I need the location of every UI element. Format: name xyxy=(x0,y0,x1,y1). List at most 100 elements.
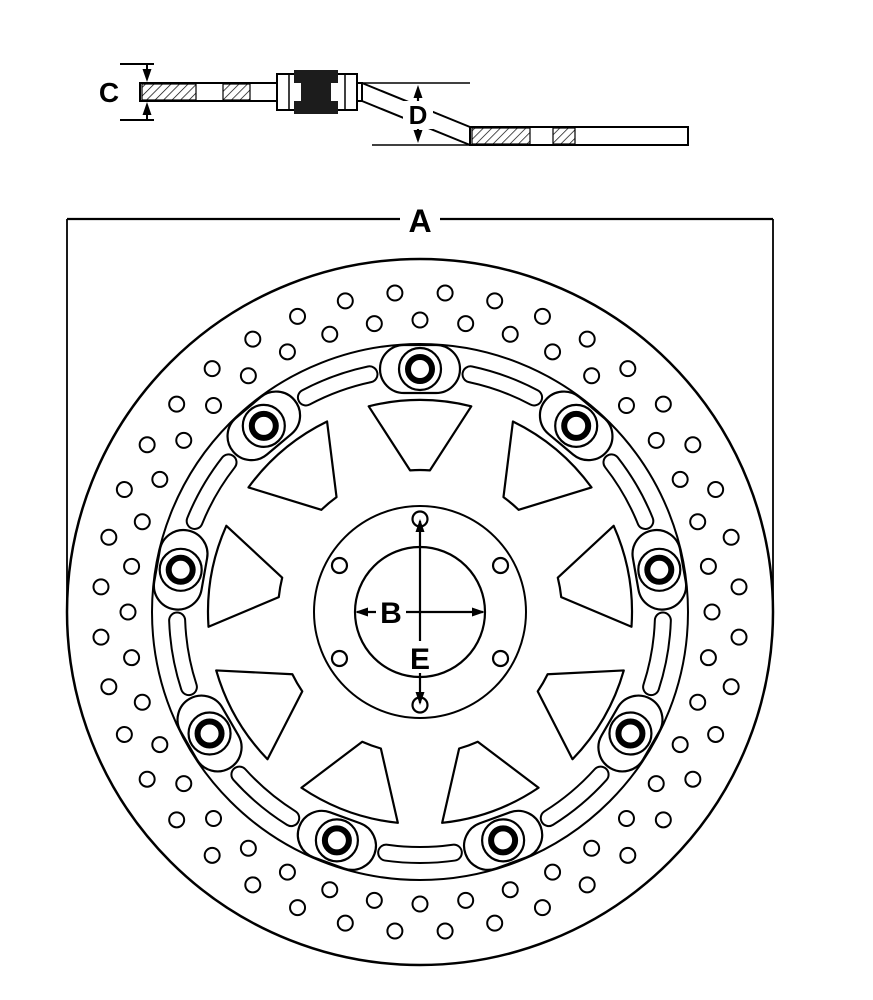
arrowhead-down-icon xyxy=(142,69,152,82)
drill-hole xyxy=(730,628,748,646)
drill-hole xyxy=(671,736,689,754)
drill-hole xyxy=(321,881,339,899)
drill-hole xyxy=(205,809,223,827)
carrier-slot xyxy=(296,365,379,407)
rivet-ring xyxy=(615,718,646,749)
drill-hole xyxy=(289,307,307,325)
drill-hole xyxy=(244,330,262,348)
drill-hole xyxy=(175,775,193,793)
drill-hole xyxy=(119,603,137,621)
carrier-slots xyxy=(168,365,672,864)
label-b-backing xyxy=(376,595,406,627)
arrowhead-up-icon xyxy=(415,519,425,532)
spoke-opening xyxy=(300,740,399,824)
drill-hole xyxy=(151,470,169,488)
bolt-hole xyxy=(491,649,510,668)
spoke-opening xyxy=(441,740,540,824)
drill-hole xyxy=(583,839,601,857)
carrier-slot xyxy=(185,453,238,530)
spoke-opening xyxy=(502,420,593,511)
spoke-openings xyxy=(206,398,634,824)
spoke-opening xyxy=(215,669,304,761)
rivet-ring xyxy=(321,825,352,856)
label-d-backing xyxy=(403,101,433,129)
bolt-hole xyxy=(491,556,510,575)
drill-hole xyxy=(486,292,504,310)
drill-hole xyxy=(501,881,519,899)
rivet-ring xyxy=(644,554,675,585)
spoke-opening xyxy=(247,420,338,511)
bolt-flange-bottom xyxy=(294,101,338,114)
label-e-backing xyxy=(405,641,435,673)
drill-hole xyxy=(699,649,717,667)
drill-hole xyxy=(654,811,672,829)
drill-hole xyxy=(544,863,562,881)
cross-section-view xyxy=(139,70,689,146)
drill-hole xyxy=(123,557,141,575)
drill-hole xyxy=(647,775,665,793)
drill-hole xyxy=(722,528,740,546)
arrowhead-down-icon xyxy=(413,130,423,143)
drill-hole xyxy=(168,811,186,829)
drill-hole xyxy=(436,922,454,940)
drill-hole xyxy=(654,395,672,413)
drill-hole xyxy=(336,914,354,932)
label-d: D xyxy=(409,100,428,130)
drill-hole xyxy=(617,809,635,827)
drill-hole xyxy=(411,311,429,329)
carrier-slot xyxy=(230,765,301,828)
drill-hole xyxy=(707,725,725,743)
drill-hole xyxy=(689,513,707,531)
drill-hole xyxy=(684,770,702,788)
carrier-slot xyxy=(377,843,463,864)
drill-hole xyxy=(115,481,133,499)
carrier-slot xyxy=(168,611,198,697)
drill-hole xyxy=(168,395,186,413)
dimension-d: D xyxy=(403,85,433,143)
drill-hole xyxy=(151,736,169,754)
drill-hole xyxy=(278,343,296,361)
drill-hole xyxy=(578,330,596,348)
drill-hole xyxy=(205,397,223,415)
label-a: A xyxy=(408,203,431,239)
section-hatch-block xyxy=(471,127,531,145)
drill-hole xyxy=(365,315,383,333)
drill-hole xyxy=(365,891,383,909)
drill-hole xyxy=(619,846,637,864)
dimension-b: B xyxy=(355,595,485,630)
drill-hole xyxy=(533,307,551,325)
drill-hole xyxy=(175,431,193,449)
bolt-flange-top xyxy=(294,70,338,83)
drill-hole xyxy=(244,876,262,894)
section-hatch-block xyxy=(552,127,576,145)
drill-hole xyxy=(707,481,725,499)
drill-hole xyxy=(92,628,110,646)
drill-hole xyxy=(647,431,665,449)
drill-hole xyxy=(703,603,721,621)
dimension-a: A xyxy=(66,200,774,613)
drill-hole xyxy=(501,325,519,343)
label-a-backing xyxy=(400,200,440,236)
drill-hole xyxy=(486,914,504,932)
drill-hole xyxy=(544,343,562,361)
drill-hole xyxy=(278,863,296,881)
drill-hole xyxy=(133,513,151,531)
drill-hole xyxy=(92,578,110,596)
drill-hole xyxy=(533,899,551,917)
drill-hole xyxy=(684,436,702,454)
dimension-e: E xyxy=(405,519,435,705)
carrier-slot xyxy=(461,365,544,407)
rivets xyxy=(158,346,682,863)
drill-hole xyxy=(436,284,454,302)
drill-hole xyxy=(457,891,475,909)
drill-hole xyxy=(671,470,689,488)
drill-hole xyxy=(619,360,637,378)
drill-hole xyxy=(289,899,307,917)
drill-hole xyxy=(583,367,601,385)
drill-hole xyxy=(239,839,257,857)
drill-hole xyxy=(386,922,404,940)
spoke-opening xyxy=(536,669,625,761)
drill-hole xyxy=(457,315,475,333)
